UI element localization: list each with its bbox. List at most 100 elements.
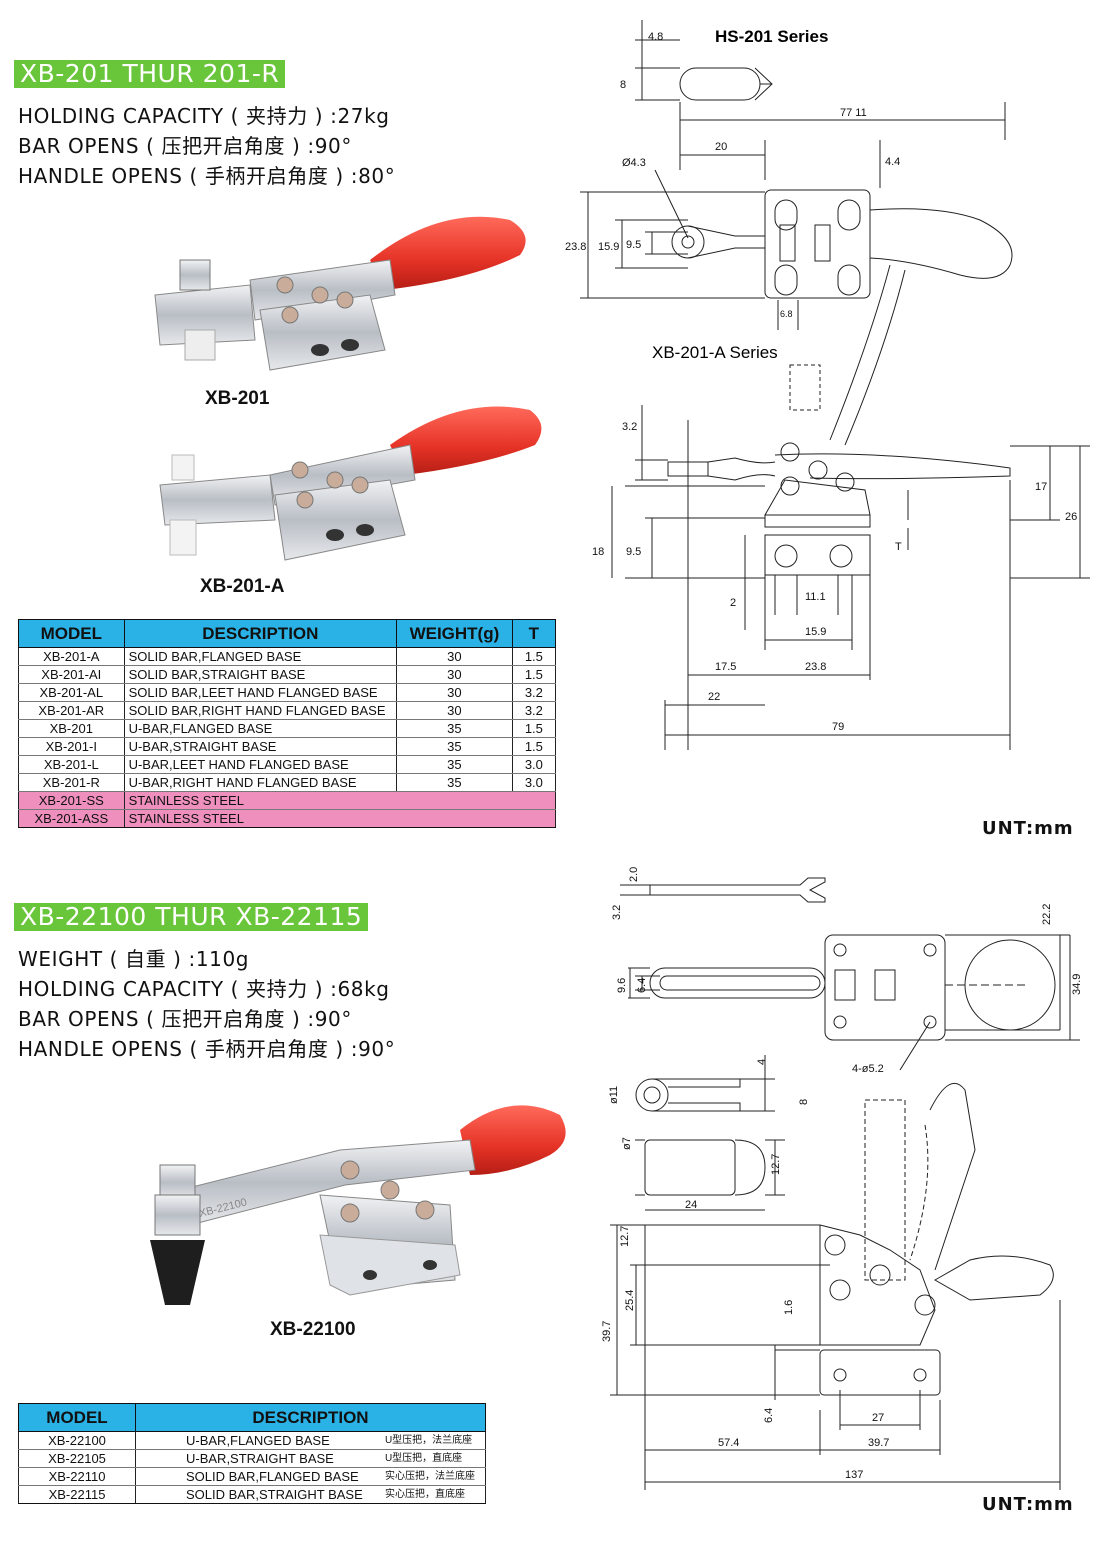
- dim-label: 15.9: [598, 241, 619, 253]
- cell-description: SOLID BAR,LEET HAND FLANGED BASE: [123, 683, 398, 702]
- dim-label: ø11: [608, 1086, 620, 1104]
- spec-bar-opens: BAR OPENS ( 压把开启角度 ) :90°: [18, 1007, 352, 1031]
- cell-description: SOLID BAR,STRAIGHT BASE: [123, 665, 398, 684]
- dim-label: 12.7: [770, 1154, 782, 1175]
- cell-weight: 30: [396, 701, 513, 720]
- dim-label: 77 11: [840, 107, 867, 119]
- dim-label: 9.5: [626, 546, 641, 558]
- cell-weight: 35: [396, 755, 513, 774]
- dim-label: 2.0: [628, 867, 640, 882]
- cell-description: U-BAR,STRAIGHT BASE: [123, 737, 398, 756]
- spec-bar-opens: BAR OPENS ( 压把开启角度 ) :90°: [18, 134, 352, 158]
- label-xb-201-a-series: XB-201-A Series: [652, 343, 778, 362]
- dim-label: 6.4: [763, 1408, 775, 1423]
- product-image-xb-22100: XB-22100: [150, 1105, 566, 1305]
- col-header-description: DESCRIPTION: [123, 619, 398, 648]
- cell-model: XB-201-L: [18, 755, 125, 774]
- spec-handle-opens: HANDLE OPENS ( 手柄开启角度 ) :90°: [18, 1037, 396, 1061]
- technical-drawing-xb-201: HS-201 Series XB-201-A Series 4.8 8 77 1…: [565, 20, 1090, 750]
- dim-label: 4.4: [885, 156, 900, 168]
- cell-description-cn: U型压把，直底座: [380, 1449, 486, 1468]
- dim-label: 17.5: [715, 661, 736, 673]
- caption-xb-201: XB-201: [205, 388, 270, 409]
- cell-weight: 35: [396, 737, 513, 756]
- dim-label: 34.9: [1071, 974, 1083, 995]
- dim-label: 17: [1035, 481, 1047, 493]
- cell-description: STAINLESS STEEL: [123, 791, 557, 810]
- dim-label: 12.7: [619, 1226, 631, 1247]
- dim-label: 25.4: [624, 1290, 636, 1311]
- dim-label: 2: [730, 597, 736, 609]
- cell-model: XB-201-AI: [18, 665, 125, 684]
- cell-t: 1.5: [511, 665, 557, 684]
- cell-t: 1.5: [511, 719, 557, 738]
- cell-model: XB-201-I: [18, 737, 125, 756]
- dim-label: 1.6: [783, 1300, 795, 1315]
- col-header-model: MODEL: [18, 1403, 136, 1432]
- dim-label: 23.8: [565, 241, 586, 253]
- cell-model: XB-201-AR: [18, 701, 125, 720]
- dim-label: ø7: [621, 1137, 633, 1150]
- cell-description: STAINLESS STEEL: [123, 809, 557, 828]
- product-image-xb-201: [154, 216, 526, 371]
- cell-t: 3.2: [511, 683, 557, 702]
- spec-weight: WEIGHT ( 自重 ) :110g: [18, 947, 250, 971]
- dim-label: 15.9: [805, 626, 826, 638]
- cell-description: U-BAR,FLANGED BASE: [134, 1431, 381, 1450]
- dim-label: 22.2: [1041, 904, 1053, 925]
- unit-label-1: UNT:mm: [982, 818, 1074, 839]
- product-image-xb-201-a: [159, 406, 542, 561]
- dim-label: 8: [798, 1099, 810, 1105]
- cell-description: U-BAR,LEET HAND FLANGED BASE: [123, 755, 398, 774]
- dim-label: 26: [1065, 511, 1077, 523]
- caption-xb-22100: XB-22100: [270, 1319, 356, 1340]
- col-header-t: T: [511, 619, 557, 648]
- spec-handle-opens: HANDLE OPENS ( 手柄开启角度 ) :80°: [18, 164, 396, 188]
- dim-label: 3.2: [622, 421, 637, 433]
- cell-t: 3.0: [511, 755, 557, 774]
- dim-label: T: [895, 541, 902, 553]
- cell-model: XB-201-R: [18, 773, 125, 792]
- cell-t: 1.5: [511, 737, 557, 756]
- cell-description: SOLID BAR,RIGHT HAND FLANGED BASE: [123, 701, 398, 720]
- table-header-row: MODEL DESCRIPTION WEIGHT(g) T: [18, 619, 557, 648]
- dim-label: 27: [872, 1412, 884, 1424]
- cell-t: 3.2: [511, 701, 557, 720]
- dim-label: 39.7: [601, 1321, 613, 1342]
- dim-label: 22: [708, 691, 720, 703]
- cell-weight: 35: [396, 773, 513, 792]
- unit-label-2: UNT:mm: [982, 1494, 1074, 1515]
- cell-description: SOLID BAR,STRAIGHT BASE: [134, 1485, 381, 1504]
- cell-weight: 35: [396, 719, 513, 738]
- section1-title: XB-201 THUR 201-R: [14, 60, 286, 88]
- dim-label: 4: [756, 1059, 768, 1065]
- cell-weight: 30: [396, 647, 513, 666]
- col-header-model: MODEL: [18, 619, 125, 648]
- dim-label: 18: [592, 546, 604, 558]
- cell-description: U-BAR,STRAIGHT BASE: [134, 1449, 381, 1468]
- dim-label: 23.8: [805, 661, 826, 673]
- spec-holding-capacity: HOLDING CAPACITY ( 夹持力 ) :68kg: [18, 977, 390, 1001]
- dim-label: Ø4.3: [622, 157, 646, 169]
- cell-model: XB-22115: [18, 1485, 136, 1504]
- spec-holding-capacity: HOLDING CAPACITY ( 夹持力 ) :27kg: [18, 104, 390, 128]
- cell-model: XB-22100: [18, 1431, 136, 1450]
- dim-label: 24: [685, 1199, 697, 1211]
- cell-description-cn: 实心压把，直底座: [380, 1485, 486, 1504]
- dim-label: 20: [715, 141, 727, 153]
- dim-label: 9.6: [616, 978, 628, 993]
- caption-xb-201-a: XB-201-A: [200, 576, 285, 597]
- cell-model: XB-201-SS: [18, 791, 125, 810]
